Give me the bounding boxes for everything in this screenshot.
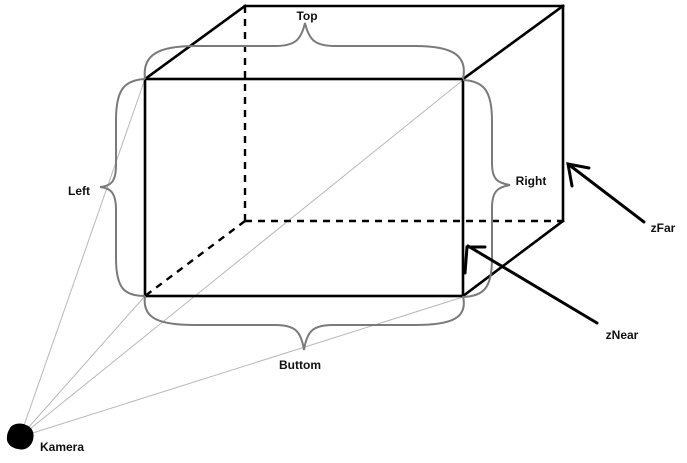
braces [99, 22, 511, 351]
left-brace [99, 78, 146, 297]
ray-to-near-top-right [19, 79, 464, 438]
right-brace [462, 79, 511, 298]
zfar-arrow-shaft [566, 162, 646, 224]
top-brace [143, 22, 465, 80]
bottom-label: Buttom [279, 358, 321, 372]
camera-label: Kamera [40, 440, 84, 454]
near-plane [143, 77, 465, 298]
top-left-depth-edge [143, 4, 247, 81]
back-to-front-bottom-left-edge [144, 220, 246, 297]
bottom-brace [143, 295, 465, 351]
camera-rays [19, 78, 464, 438]
top-right-depth-edge [461, 4, 565, 81]
left-label: Left [68, 184, 90, 198]
znear-arrow-head [463, 245, 487, 275]
top-label: Top [296, 9, 317, 23]
right-label: Right [516, 174, 547, 188]
bottom-right-depth-edge [461, 219, 565, 298]
znear-arrow [463, 244, 599, 325]
znear-arrow-shaft [466, 244, 599, 325]
zfar-label: zFar [651, 221, 676, 235]
camera-icon [6, 423, 34, 450]
ray-to-near-bottom-left [19, 295, 146, 438]
ray-to-near-top-left [19, 78, 146, 438]
ray-to-near-bottom-right [19, 296, 464, 438]
znear-label: zNear [606, 328, 639, 342]
zfar-arrow-head [566, 162, 591, 188]
zfar-arrow [566, 162, 646, 224]
visible-edges [143, 4, 565, 298]
hidden-edges [144, 6, 563, 297]
